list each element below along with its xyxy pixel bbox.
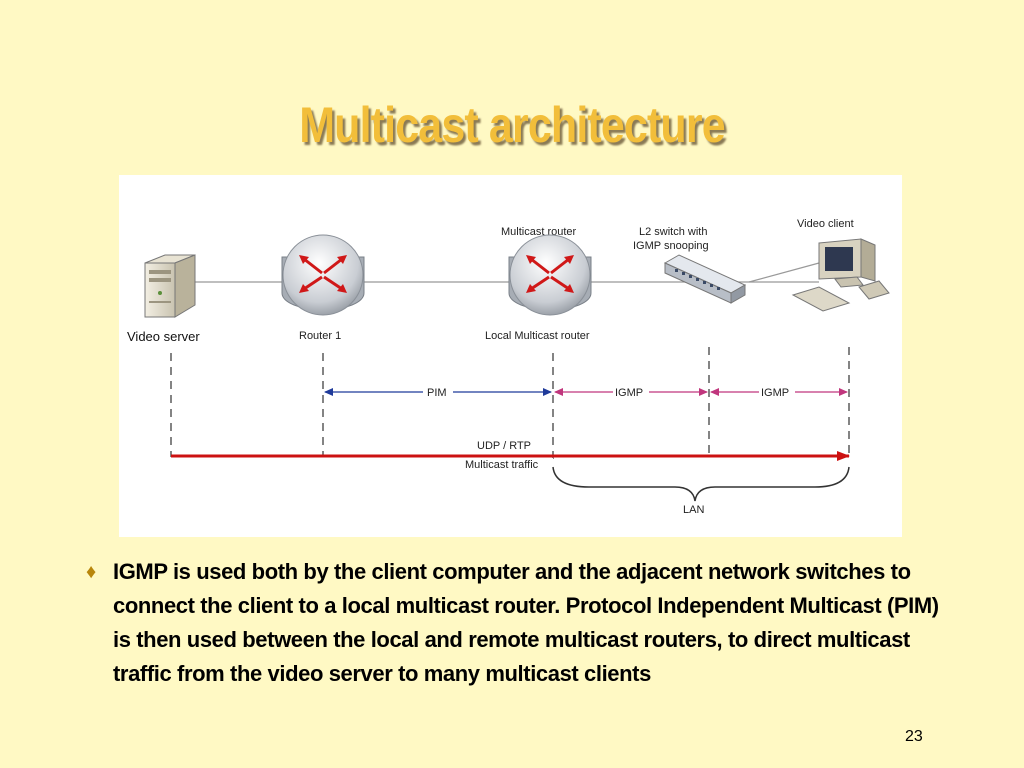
router-1-icon xyxy=(281,234,365,316)
l2-switch-label-line2: IGMP snooping xyxy=(633,240,709,252)
igmp-label-1: IGMP xyxy=(615,387,643,399)
network-diagram: Video server Router 1 Multicast router xyxy=(119,175,902,537)
router-1-label: Router 1 xyxy=(299,330,341,342)
page-number: 23 xyxy=(905,728,923,745)
client-link-line xyxy=(748,262,820,283)
lan-label: LAN xyxy=(683,504,704,516)
traffic-label-line2: Multicast traffic xyxy=(465,459,539,471)
video-client-label: Video client xyxy=(797,218,854,230)
local-multicast-router-label: Local Multicast router xyxy=(485,330,590,342)
video-server-icon xyxy=(144,254,196,318)
multicast-router-label: Multicast router xyxy=(501,226,577,238)
pim-label: PIM xyxy=(427,387,447,399)
video-server-label: Video server xyxy=(127,329,200,344)
video-client-icon xyxy=(791,238,890,312)
network-diagram-svg: Video server Router 1 Multicast router xyxy=(127,218,890,516)
igmp-label-2: IGMP xyxy=(761,387,789,399)
dashed-guides xyxy=(170,347,850,465)
l2-switch-icon xyxy=(663,254,747,304)
lan-brace xyxy=(552,466,850,502)
traffic-label-line1: UDP / RTP xyxy=(477,440,531,452)
slide-title: Multicast architecture xyxy=(299,97,725,153)
bullet-text: IGMP is used both by the client computer… xyxy=(113,559,939,686)
bullet-item: ♦ IGMP is used both by the client comput… xyxy=(86,555,946,691)
local-multicast-router-icon xyxy=(508,234,592,316)
l2-switch-label-line1: L2 switch with xyxy=(639,226,707,238)
diamond-bullet-icon: ♦ xyxy=(86,561,97,583)
